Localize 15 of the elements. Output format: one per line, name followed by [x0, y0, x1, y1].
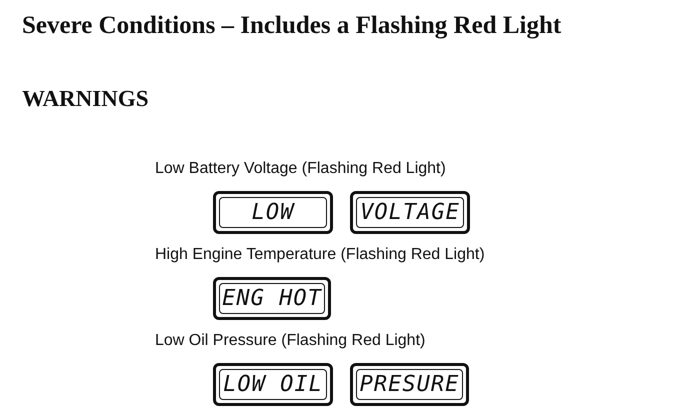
caption: Low Battery Voltage (Flashing Red Light): [155, 160, 446, 178]
lcd-display: [350, 191, 470, 234]
display-text: ENG HOT: [219, 283, 325, 314]
lcd-display: [213, 191, 333, 234]
display-text: PRESURE: [356, 369, 463, 400]
lcd-display: [213, 277, 331, 320]
lcd-display: [213, 363, 333, 406]
caption: High Engine Temperature (Flashing Red Light): [155, 246, 485, 264]
display-text: LOW OIL: [219, 369, 327, 400]
caption: Low Oil Pressure (Flashing Red Light): [155, 332, 426, 350]
title: Severe Conditions – Includes a Flashing Red Light: [22, 12, 562, 40]
display-text: LOW: [219, 197, 327, 228]
lcd-display: [350, 363, 469, 406]
heading: WARNINGS: [22, 86, 149, 112]
display-text: VOLTAGE: [356, 197, 464, 228]
